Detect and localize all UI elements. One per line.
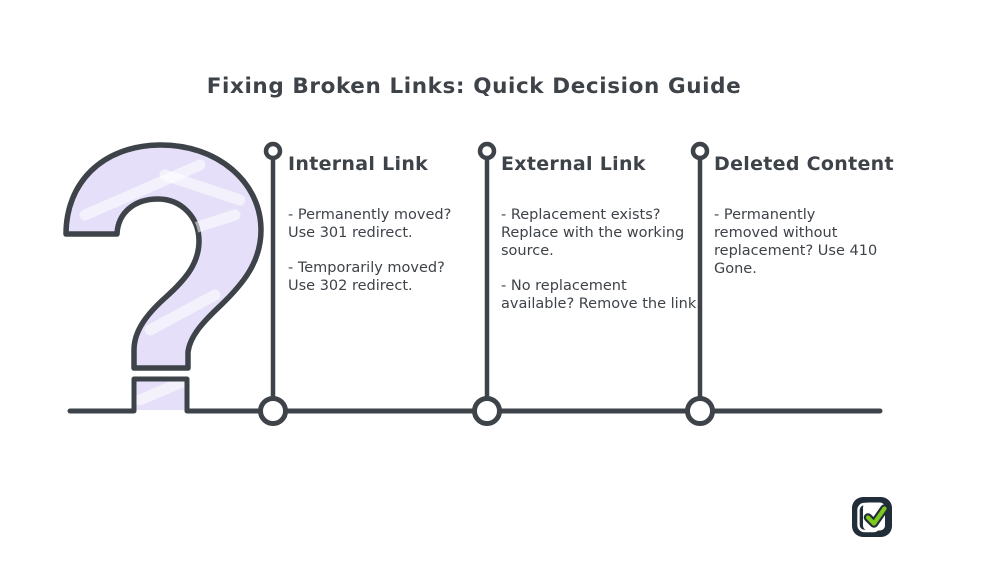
timeline-pin-icon xyxy=(690,141,710,161)
column-title: External Link xyxy=(501,153,646,175)
column-title: Deleted Content xyxy=(714,153,894,175)
column-note: - No replacement available? Remove the l… xyxy=(501,278,701,312)
timeline-node-icon xyxy=(685,396,715,426)
timeline-node-icon xyxy=(472,396,502,426)
timeline-pin-icon xyxy=(263,141,283,161)
timeline-pin-icon xyxy=(477,141,497,161)
page-title: Fixing Broken Links: Quick Decision Guid… xyxy=(206,74,742,99)
column-note: - Temporarily moved? Use 302 redirect. xyxy=(288,260,445,294)
column-note: - Permanently moved? Use 301 redirect. xyxy=(288,207,452,241)
column-deleted-content: Deleted Content - Permanently removed wi… xyxy=(714,153,914,295)
column-internal-link: Internal Link - Permanently moved? Use 3… xyxy=(288,153,488,312)
column-note: - Permanently removed without replacemen… xyxy=(714,207,878,277)
checklist-check-badge-icon xyxy=(852,497,892,537)
column-note: - Replacement exists? Replace with the w… xyxy=(501,207,685,259)
question-mark-icon xyxy=(63,142,264,410)
column-external-link: External Link - Replacement exists? Repl… xyxy=(501,153,701,330)
timeline-node-icon xyxy=(258,396,288,426)
timeline-baseline xyxy=(67,376,883,414)
column-title: Internal Link xyxy=(288,153,429,175)
